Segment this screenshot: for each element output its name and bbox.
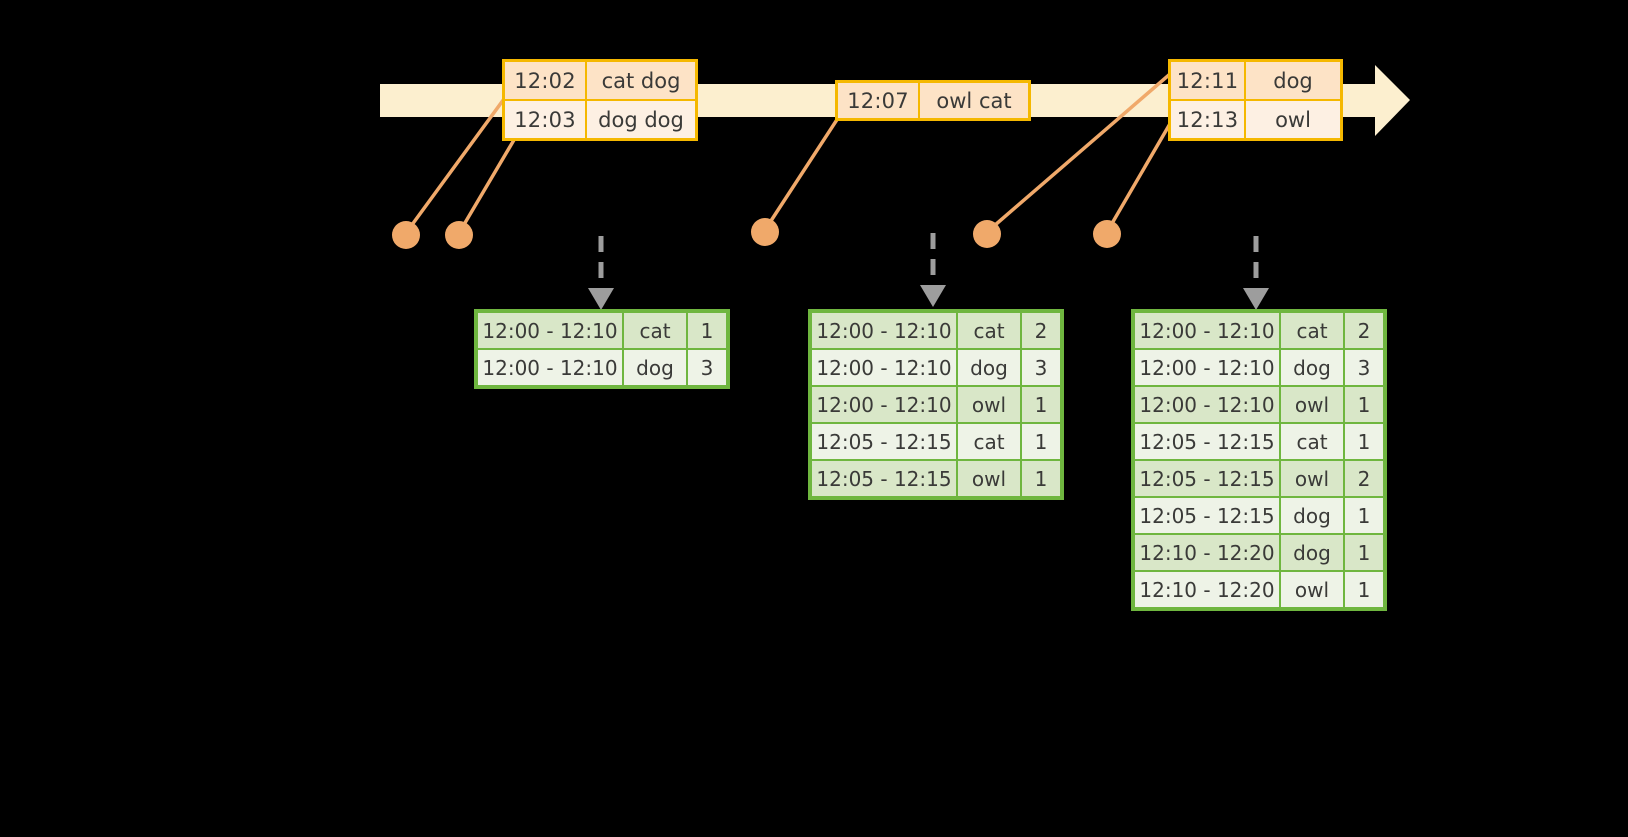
cell-window: 12:05 - 12:15	[1135, 498, 1279, 533]
connector-line-2	[457, 126, 523, 235]
event-words: cat dog	[587, 62, 695, 99]
cell-count: 1	[1345, 498, 1383, 533]
event-group-3[interactable]: 12:11 dog 12:13 owl	[1168, 59, 1343, 141]
result-table-1[interactable]: 12:00 - 12:10 cat 1 12:00 - 12:10 dog 3	[474, 309, 730, 389]
cell-count: 2	[1022, 313, 1060, 348]
cell-window: 12:00 - 12:10	[478, 313, 622, 348]
table-row[interactable]: 12:00 - 12:10 cat 1	[477, 312, 727, 349]
cell-window: 12:05 - 12:15	[1135, 461, 1279, 496]
table-row[interactable]: 12:05 - 12:15 owl 2	[1134, 460, 1384, 497]
cell-word: cat	[1281, 313, 1343, 348]
down-arrow-head-2	[920, 285, 946, 307]
event-group-1[interactable]: 12:02 cat dog 12:03 dog dog	[502, 59, 698, 141]
cell-window: 12:05 - 12:15	[812, 424, 956, 459]
cell-count: 2	[1345, 313, 1383, 348]
result-table-3[interactable]: 12:00 - 12:10 cat 2 12:00 - 12:10 dog 3 …	[1131, 309, 1387, 611]
cell-word: owl	[1281, 572, 1343, 607]
cell-window: 12:00 - 12:10	[1135, 387, 1279, 422]
event-group-2[interactable]: 12:07 owl cat	[835, 80, 1031, 121]
cell-word: dog	[958, 350, 1020, 385]
event-row[interactable]: 12:03 dog dog	[505, 99, 695, 138]
cell-count: 1	[1345, 535, 1383, 570]
cell-window: 12:05 - 12:15	[1135, 424, 1279, 459]
connector-dot-3	[751, 218, 779, 246]
cell-window: 12:00 - 12:10	[812, 350, 956, 385]
table-row[interactable]: 12:00 - 12:10 owl 1	[811, 386, 1061, 423]
cell-count: 1	[1345, 572, 1383, 607]
table-row[interactable]: 12:05 - 12:15 cat 1	[1134, 423, 1384, 460]
cell-window: 12:10 - 12:20	[1135, 572, 1279, 607]
table-row[interactable]: 12:00 - 12:10 dog 3	[1134, 349, 1384, 386]
cell-count: 1	[1022, 424, 1060, 459]
table-row[interactable]: 12:00 - 12:10 dog 3	[477, 349, 727, 386]
table-row[interactable]: 12:05 - 12:15 dog 1	[1134, 497, 1384, 534]
cell-count: 3	[1345, 350, 1383, 385]
event-time: 12:07	[838, 83, 920, 118]
cell-count: 1	[1022, 461, 1060, 496]
cell-word: cat	[958, 313, 1020, 348]
timeline-arrowhead	[1375, 65, 1410, 136]
cell-word: dog	[1281, 535, 1343, 570]
cell-window: 12:05 - 12:15	[812, 461, 956, 496]
table-row[interactable]: 12:00 - 12:10 dog 3	[811, 349, 1061, 386]
cell-word: owl	[1281, 387, 1343, 422]
cell-count: 1	[1022, 387, 1060, 422]
event-row[interactable]: 12:11 dog	[1171, 62, 1340, 99]
table-row[interactable]: 12:00 - 12:10 owl 1	[1134, 386, 1384, 423]
cell-window: 12:00 - 12:10	[812, 313, 956, 348]
event-time: 12:13	[1171, 101, 1246, 138]
event-time: 12:11	[1171, 62, 1246, 99]
cell-word: cat	[624, 313, 686, 348]
down-arrow-head-1	[588, 288, 614, 310]
cell-count: 1	[1345, 424, 1383, 459]
table-row[interactable]: 12:10 - 12:20 dog 1	[1134, 534, 1384, 571]
cell-window: 12:00 - 12:10	[812, 387, 956, 422]
down-arrow-head-3	[1243, 288, 1269, 310]
result-table-2[interactable]: 12:00 - 12:10 cat 2 12:00 - 12:10 dog 3 …	[808, 309, 1064, 500]
cell-window: 12:00 - 12:10	[1135, 350, 1279, 385]
table-row[interactable]: 12:00 - 12:10 cat 2	[1134, 312, 1384, 349]
connector-line-1	[404, 86, 514, 235]
cell-word: owl	[1281, 461, 1343, 496]
cell-count: 3	[688, 350, 726, 385]
connector-dot-5	[1093, 220, 1121, 248]
event-time: 12:02	[505, 62, 587, 99]
connector-dot-4	[973, 220, 1001, 248]
cell-window: 12:00 - 12:10	[1135, 313, 1279, 348]
table-row[interactable]: 12:05 - 12:15 cat 1	[811, 423, 1061, 460]
table-row[interactable]: 12:00 - 12:10 cat 2	[811, 312, 1061, 349]
cell-count: 2	[1345, 461, 1383, 496]
cell-window: 12:00 - 12:10	[478, 350, 622, 385]
connector-dot-1	[392, 221, 420, 249]
cell-word: owl	[958, 461, 1020, 496]
cell-count: 1	[688, 313, 726, 348]
event-row[interactable]: 12:02 cat dog	[505, 62, 695, 99]
event-words: dog dog	[587, 101, 695, 138]
cell-word: dog	[1281, 498, 1343, 533]
table-row[interactable]: 12:10 - 12:20 owl 1	[1134, 571, 1384, 608]
event-row[interactable]: 12:13 owl	[1171, 99, 1340, 138]
table-row[interactable]: 12:05 - 12:15 owl 1	[811, 460, 1061, 497]
cell-word: cat	[1281, 424, 1343, 459]
connector-line-3	[763, 113, 842, 232]
cell-word: dog	[1281, 350, 1343, 385]
cell-word: owl	[958, 387, 1020, 422]
cell-word: cat	[958, 424, 1020, 459]
cell-count: 1	[1345, 387, 1383, 422]
event-words: dog	[1246, 62, 1340, 99]
cell-count: 3	[1022, 350, 1060, 385]
cell-word: dog	[624, 350, 686, 385]
connector-dot-2	[445, 221, 473, 249]
event-words: owl	[1246, 101, 1340, 138]
event-time: 12:03	[505, 101, 587, 138]
event-row[interactable]: 12:07 owl cat	[838, 83, 1028, 118]
cell-window: 12:10 - 12:20	[1135, 535, 1279, 570]
event-words: owl cat	[920, 83, 1028, 118]
